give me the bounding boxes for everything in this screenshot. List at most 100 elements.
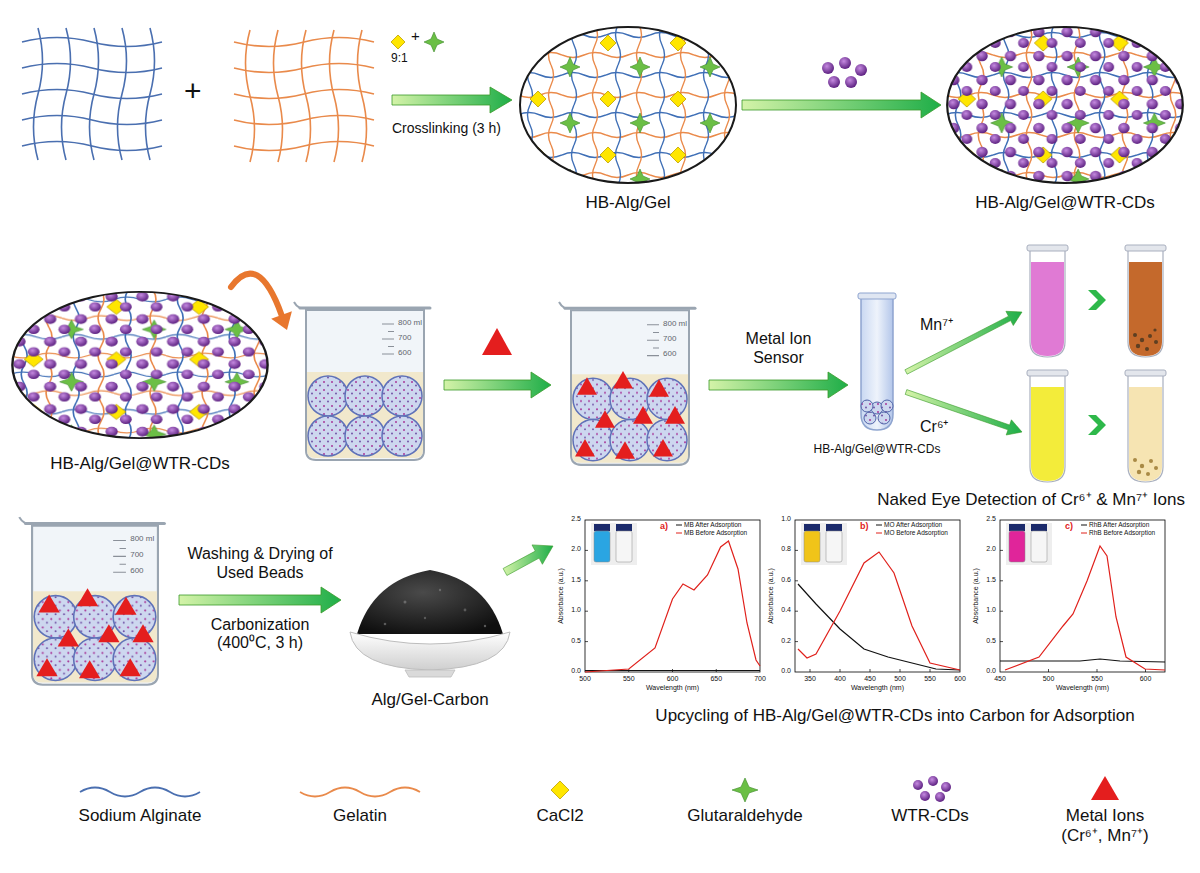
beaker-figure bbox=[294, 302, 430, 460]
annotation-label: 500 bbox=[579, 675, 591, 683]
annotation-label: 600 bbox=[954, 675, 966, 683]
uv-vis-chart bbox=[1000, 520, 1165, 672]
hydrogel-bead-outline bbox=[518, 25, 738, 185]
annotation-label: 1.5 bbox=[986, 576, 996, 584]
curved-arrow bbox=[231, 274, 282, 315]
annotation-label: MB Before Adsorption bbox=[684, 529, 747, 537]
node-label: HB-Alg/Gel@WTR-CDs bbox=[50, 454, 230, 474]
test-tube-brown bbox=[1125, 245, 1166, 357]
carbon-dots bbox=[822, 57, 867, 88]
metal-ion-triangle bbox=[482, 328, 512, 355]
annotation-label: Carbonization (400⁰C, 3 h) bbox=[185, 616, 335, 653]
node-label: Alg/Gel-Carbon bbox=[371, 690, 488, 710]
annotation-label: 0.0 bbox=[781, 667, 791, 675]
annotation-label: 550 bbox=[1091, 675, 1103, 683]
annotation-label: 0.6 bbox=[781, 576, 791, 584]
annotation-label: Absorbance (a.u.) bbox=[557, 568, 565, 624]
branch-arrow bbox=[905, 311, 1022, 374]
test-tube-pink bbox=[1027, 245, 1068, 357]
annotation-label: RhB After Adsorption bbox=[1089, 521, 1149, 529]
annotation-label: 0.0 bbox=[986, 667, 996, 675]
legend-text: WTR-CDs bbox=[891, 806, 968, 826]
test-tube-beige bbox=[1125, 370, 1166, 482]
hydrogel-bead: HB-Alg/Gel bbox=[518, 25, 738, 185]
annotation-label: 500 bbox=[894, 675, 906, 683]
test-tube-outline bbox=[852, 290, 902, 435]
annotation-label: Absorbance (a.u.) bbox=[972, 568, 980, 624]
legend-text: Metal Ions (Cr⁶⁺, Mn⁷⁺) bbox=[1045, 806, 1165, 845]
scale-mark: 600 bbox=[663, 350, 676, 358]
annotation-label: 1.0 bbox=[986, 606, 996, 614]
test-tube: HB-Alg/Gel@WTR-CDs bbox=[852, 290, 902, 435]
annotation-label: 400 bbox=[834, 675, 846, 683]
test-tube-figure bbox=[858, 293, 896, 430]
carbon-bowl-outline bbox=[345, 540, 515, 680]
annotation-label: Cr⁶⁺ bbox=[920, 418, 948, 436]
hydrogel-bead-figure bbox=[520, 27, 736, 183]
annotation-label: 550 bbox=[924, 675, 936, 683]
fat-arrow bbox=[742, 92, 941, 118]
annotation-label: 600 bbox=[1140, 675, 1152, 683]
node-label: HB-Alg/Gel bbox=[585, 193, 670, 213]
annotation-label: + bbox=[411, 27, 420, 44]
hydrogel-bead-figure bbox=[947, 27, 1183, 183]
annotation-label: 2.0 bbox=[571, 545, 581, 553]
annotation-label: 2.5 bbox=[571, 515, 581, 523]
annotation-label: c) bbox=[1065, 521, 1073, 531]
edge-label: Washing & Drying of Used Beads bbox=[180, 545, 340, 582]
scale-mark: 800 ml bbox=[663, 320, 687, 328]
annotation-label: Mn⁷⁺ bbox=[920, 316, 953, 334]
process-arrow bbox=[392, 87, 512, 113]
carbon-bowl: Alg/Gel-Carbon bbox=[345, 540, 515, 680]
annotation-label: Wavelength (nm) bbox=[1056, 684, 1109, 692]
chevron bbox=[1088, 290, 1106, 310]
scale-mark: 600 bbox=[398, 349, 411, 357]
annotation-label: 2.0 bbox=[986, 545, 996, 553]
annotation-label: Wavelength (nm) bbox=[646, 684, 699, 692]
annotation-label: MB After Adsorption bbox=[684, 521, 741, 529]
edge-label: Metal Ion Sensor bbox=[724, 330, 834, 367]
cacl2-diamond bbox=[391, 35, 405, 49]
scale-mark: 700 bbox=[130, 551, 143, 559]
annotation-label: 1.0 bbox=[571, 606, 581, 614]
annotation-label: 500 bbox=[1043, 675, 1055, 683]
beaker: 800 ml700600 bbox=[555, 300, 705, 470]
alginate-mesh bbox=[22, 28, 162, 160]
annotation-label: Wavelength (nm) bbox=[851, 684, 904, 692]
beaker-figure bbox=[559, 302, 695, 465]
annotation-label: RhB Before Adsorption bbox=[1089, 529, 1155, 537]
uv-vis-chart bbox=[795, 520, 960, 672]
annotation-label: 700 bbox=[754, 675, 766, 683]
beaker: 800 ml700600 bbox=[15, 515, 175, 690]
legend-samples bbox=[80, 776, 1119, 802]
annotation-label: 650 bbox=[710, 675, 722, 683]
annotation-label: 450 bbox=[994, 675, 1006, 683]
annotation-label: 0.4 bbox=[781, 606, 791, 614]
annotation-label: 350 bbox=[804, 675, 816, 683]
annotation-label: 550 bbox=[623, 675, 635, 683]
annotation-label: Upcycling of HB-Alg/Gel@WTR-CDs into Car… bbox=[655, 706, 1134, 726]
test-tube-yellow bbox=[1027, 370, 1068, 482]
node-label: HB-Alg/Gel@WTR-CDs bbox=[975, 193, 1155, 213]
hydrogel-bead-outline bbox=[945, 25, 1185, 185]
hydrogel-bead-outline bbox=[10, 290, 270, 440]
annotation-label: 0.5 bbox=[571, 637, 581, 645]
annotation-label: a) bbox=[660, 521, 668, 531]
node-label: HB-Alg/Gel@WTR-CDs bbox=[814, 443, 941, 457]
carbon-bowl-figure bbox=[350, 570, 510, 677]
fat-arrow bbox=[444, 372, 551, 398]
annotation-label: 1.0 bbox=[781, 515, 791, 523]
legend-text: CaCl2 bbox=[536, 806, 583, 826]
flow-arrow bbox=[742, 92, 941, 118]
scale-mark: 800 ml bbox=[398, 319, 422, 327]
flow-arrow bbox=[444, 372, 551, 398]
legend-text: Gelatin bbox=[333, 806, 387, 826]
process-arrow bbox=[503, 545, 553, 576]
scale-mark: 700 bbox=[398, 334, 411, 342]
annotation-label: 0.2 bbox=[781, 637, 791, 645]
hydrogel-bead: HB-Alg/Gel@WTR-CDs bbox=[945, 25, 1185, 185]
annotation-label: 0.0 bbox=[571, 667, 581, 675]
annotation-label: + bbox=[184, 74, 202, 109]
flow-arrow bbox=[179, 587, 341, 613]
